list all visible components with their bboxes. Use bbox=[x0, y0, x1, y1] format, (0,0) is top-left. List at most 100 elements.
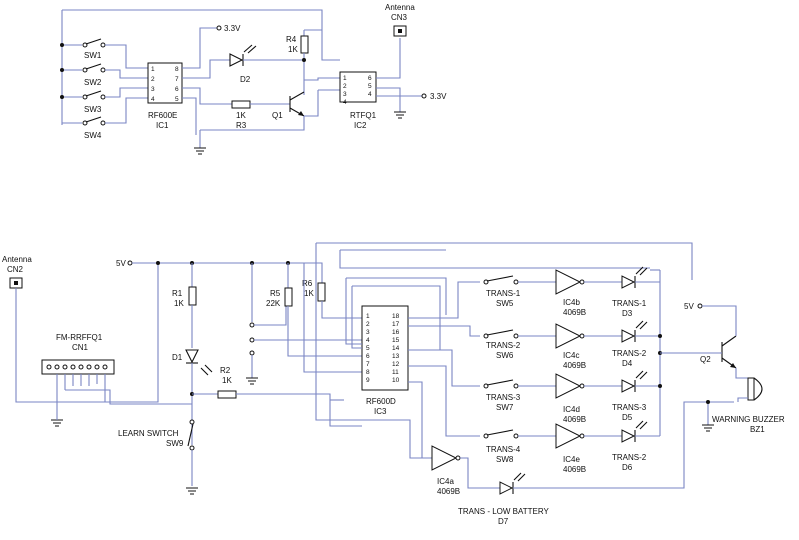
trans2-label: TRANS-2 bbox=[486, 341, 521, 350]
receiver-circuit: Antenna CN2 5V FM-RRFFQ1 CN1 bbox=[2, 242, 693, 495]
antenna-cn2: Antenna CN2 bbox=[2, 255, 32, 289]
led-trans1-label: TRANS-1 bbox=[612, 299, 647, 308]
learn-switch-label: LEARN SWITCH bbox=[118, 429, 179, 438]
sw8-label: SW8 bbox=[496, 455, 514, 464]
svg-text:2: 2 bbox=[151, 76, 155, 83]
svg-text:2: 2 bbox=[343, 83, 347, 90]
trans-row-1: TRANS-1 SW5 IC4b 4069B TRANS-1 D3 bbox=[483, 266, 660, 318]
low-battery-label: TRANS - LOW BATTERY bbox=[458, 507, 549, 516]
svg-text:1: 1 bbox=[343, 75, 347, 82]
r1-resistor: R1 1K bbox=[172, 286, 197, 308]
svg-text:1: 1 bbox=[151, 66, 155, 73]
antenna-cn3-label: Antenna bbox=[385, 3, 415, 12]
trans-row-4: TRANS-4 SW8 IC4e 4069B TRANS-2 D6 bbox=[483, 420, 660, 474]
buzzer-label: WARNING BUZZER bbox=[712, 415, 785, 424]
ic4b-ref: IC4b bbox=[563, 298, 580, 307]
sw2: SW2 bbox=[62, 63, 148, 87]
led-trans3-label: TRANS-3 bbox=[612, 403, 647, 412]
antenna-cn2-ref: CN2 bbox=[7, 265, 24, 274]
ic1-ref: IC1 bbox=[156, 121, 169, 130]
q1-transistor: Q1 bbox=[272, 91, 305, 120]
led-trans4-label: TRANS-2 bbox=[612, 453, 647, 462]
ic3-name: RF600D bbox=[366, 397, 396, 406]
svg-text:2: 2 bbox=[366, 321, 370, 328]
transmitter-circuit: SW1 SW2 SW3 SW4 1 bbox=[60, 3, 447, 155]
svg-text:16: 16 bbox=[392, 329, 400, 336]
supply-3v3-b: 3.3V bbox=[430, 92, 447, 101]
svg-text:3: 3 bbox=[151, 86, 155, 93]
svg-text:18: 18 bbox=[392, 313, 400, 320]
svg-text:3: 3 bbox=[343, 91, 347, 98]
svg-text:8: 8 bbox=[175, 66, 179, 73]
svg-text:5: 5 bbox=[175, 96, 179, 103]
svg-text:8: 8 bbox=[366, 369, 370, 376]
ground-top-1 bbox=[194, 130, 206, 155]
svg-text:5: 5 bbox=[366, 345, 370, 352]
q2-supply: 5V bbox=[684, 302, 694, 311]
r3-val: 1K bbox=[236, 111, 246, 120]
r3-resistor: 1K R3 bbox=[231, 100, 251, 130]
d1-label: D1 bbox=[172, 353, 183, 362]
svg-text:7: 7 bbox=[366, 361, 370, 368]
r5-ref: R5 bbox=[270, 289, 281, 298]
antenna-cn2-label: Antenna bbox=[2, 255, 32, 264]
r4-val: 1K bbox=[288, 45, 298, 54]
ground-buzzer bbox=[702, 402, 714, 432]
svg-text:15: 15 bbox=[392, 337, 400, 344]
d3-label: D3 bbox=[622, 309, 633, 318]
sw3-label: SW3 bbox=[84, 105, 102, 114]
ic2: 1 2 3 4 6 5 4 RTFQ1 IC2 bbox=[339, 71, 377, 130]
ic4d-ref: IC4d bbox=[563, 405, 580, 414]
ic4a-inverter: IC4a 4069B bbox=[421, 420, 500, 496]
ic4e-ref: IC4e bbox=[563, 455, 580, 464]
ic1-name: RF600E bbox=[148, 111, 177, 120]
antenna-cn3-ref: CN3 bbox=[391, 13, 408, 22]
ground-r5 bbox=[246, 377, 258, 385]
ic3-ref: IC3 bbox=[374, 407, 387, 416]
svg-text:9: 9 bbox=[366, 377, 370, 384]
learn-switch-sw9: LEARN SWITCH SW9 bbox=[118, 419, 195, 451]
d7-led: TRANS - LOW BATTERY D7 bbox=[458, 472, 549, 526]
ic1: 1 2 3 4 8 7 6 5 RF600E IC1 bbox=[147, 62, 183, 130]
supply-5v-main: 5V bbox=[116, 259, 126, 268]
sw5-label: SW5 bbox=[496, 299, 514, 308]
svg-text:6: 6 bbox=[366, 353, 370, 360]
trans-row-3: TRANS-3 SW7 IC4d 4069B TRANS-3 D5 bbox=[483, 370, 660, 424]
r5-resistor: R5 22K bbox=[266, 263, 293, 308]
led-trans2-label: TRANS-2 bbox=[612, 349, 647, 358]
d5-label: D5 bbox=[622, 413, 633, 422]
svg-text:12: 12 bbox=[392, 361, 400, 368]
sw9-label: SW9 bbox=[166, 439, 184, 448]
q2-transistor: 5V Q2 bbox=[684, 302, 748, 379]
r6-ref: R6 bbox=[302, 279, 313, 288]
q2-label: Q2 bbox=[700, 355, 711, 364]
sw3: SW3 bbox=[62, 87, 148, 114]
cn1-ref: CN1 bbox=[72, 343, 89, 352]
d6-label: D6 bbox=[622, 463, 633, 472]
svg-text:1: 1 bbox=[366, 313, 370, 320]
q1-label: Q1 bbox=[272, 111, 283, 120]
antenna-cn3: Antenna CN3 bbox=[385, 3, 415, 37]
r5-val: 22K bbox=[266, 299, 281, 308]
svg-text:11: 11 bbox=[392, 369, 399, 376]
sw4: SW4 bbox=[62, 97, 148, 140]
r2-resistor: R2 1K bbox=[217, 366, 237, 399]
trans-row-2: TRANS-2 SW6 IC4c 4069B TRANS-2 D4 bbox=[483, 320, 660, 370]
ic4d-part: 4069B bbox=[563, 415, 586, 424]
r3-ref: R3 bbox=[236, 121, 247, 130]
connector-cn1: FM-RRFFQ1 CN1 bbox=[41, 333, 115, 375]
sw6-label: SW6 bbox=[496, 351, 514, 360]
d1-led: D1 bbox=[172, 349, 213, 376]
ic4b-part: 4069B bbox=[563, 308, 586, 317]
sw4-label: SW4 bbox=[84, 131, 102, 140]
cn1-name: FM-RRFFQ1 bbox=[56, 333, 103, 342]
svg-text:3: 3 bbox=[366, 329, 370, 336]
ground-top-2 bbox=[394, 111, 406, 119]
svg-text:6: 6 bbox=[175, 86, 179, 93]
d7-label: D7 bbox=[498, 517, 509, 526]
sw1-label: SW1 bbox=[84, 51, 102, 60]
svg-text:6: 6 bbox=[368, 75, 372, 82]
sw1: SW1 bbox=[62, 38, 148, 69]
ic2-name: RTFQ1 bbox=[350, 111, 377, 120]
